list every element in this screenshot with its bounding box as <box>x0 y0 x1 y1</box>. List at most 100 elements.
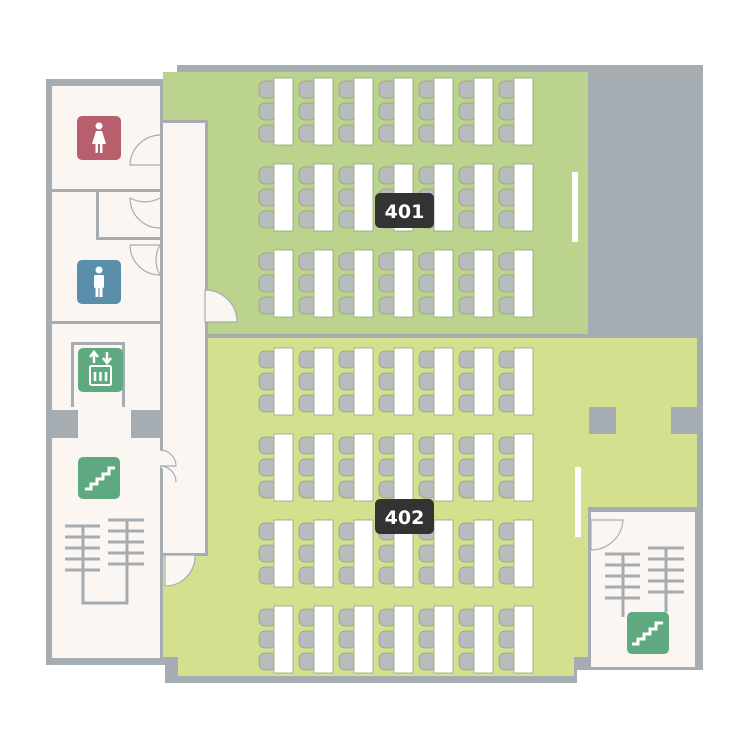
chair <box>498 372 517 391</box>
desk <box>313 77 334 146</box>
chair <box>418 458 437 477</box>
desk <box>473 433 494 502</box>
desk <box>353 347 374 416</box>
desk <box>433 77 454 146</box>
chair <box>458 166 477 185</box>
chair <box>338 296 357 315</box>
chair <box>258 522 277 541</box>
room-402-label: 402 <box>375 499 434 534</box>
chair <box>418 102 437 121</box>
desk <box>473 605 494 674</box>
chair <box>298 608 317 627</box>
desk <box>313 433 334 502</box>
chair <box>258 652 277 671</box>
chair <box>498 566 517 585</box>
chair <box>338 630 357 649</box>
desk-layout <box>258 77 534 674</box>
chair <box>458 436 477 455</box>
desk <box>273 347 294 416</box>
chair <box>378 274 397 293</box>
room-401-label: 401 <box>375 193 434 228</box>
chair <box>378 296 397 315</box>
chair <box>298 436 317 455</box>
east-stairs-sign[interactable] <box>627 612 669 654</box>
desk <box>473 77 494 146</box>
chair <box>458 566 477 585</box>
chair <box>338 458 357 477</box>
chair <box>338 652 357 671</box>
chair <box>498 274 517 293</box>
chair <box>418 544 437 563</box>
room-number: 401 <box>385 201 425 223</box>
chair <box>418 566 437 585</box>
chair <box>338 166 357 185</box>
chair <box>338 372 357 391</box>
chair <box>418 394 437 413</box>
desk <box>353 605 374 674</box>
chair <box>458 102 477 121</box>
desk <box>273 163 294 232</box>
chair <box>458 372 477 391</box>
desk <box>513 347 534 416</box>
chair <box>258 608 277 627</box>
desk <box>353 519 374 588</box>
chair <box>298 372 317 391</box>
corridor-west-wall <box>160 86 163 658</box>
chair <box>498 350 517 369</box>
elevator-sign[interactable] <box>78 348 123 392</box>
chair <box>378 652 397 671</box>
chair <box>498 188 517 207</box>
chair <box>258 436 277 455</box>
desk <box>393 347 414 416</box>
chair <box>258 480 277 499</box>
chair <box>498 480 517 499</box>
chair <box>258 566 277 585</box>
chair <box>338 436 357 455</box>
room-401-notch <box>163 72 177 94</box>
chair <box>418 436 437 455</box>
desk <box>353 163 374 232</box>
desk <box>433 347 454 416</box>
chair <box>258 296 277 315</box>
west-partitions <box>46 189 160 438</box>
desk <box>353 77 374 146</box>
pillar <box>589 407 616 434</box>
doors[interactable] <box>129 134 624 587</box>
corridor[interactable] <box>163 123 205 553</box>
chair <box>498 630 517 649</box>
stairs-icon <box>85 466 115 491</box>
desk <box>393 605 414 674</box>
desk <box>473 249 494 318</box>
chair <box>378 566 397 585</box>
chair <box>458 522 477 541</box>
chair <box>338 350 357 369</box>
chair <box>378 124 397 143</box>
chair <box>338 188 357 207</box>
chair <box>458 210 477 229</box>
desk <box>433 605 454 674</box>
chair <box>418 372 437 391</box>
chair <box>338 252 357 271</box>
chair <box>458 350 477 369</box>
chair <box>298 350 317 369</box>
chair <box>378 350 397 369</box>
desk <box>433 519 454 588</box>
chair <box>258 544 277 563</box>
chair <box>378 630 397 649</box>
chair <box>258 394 277 413</box>
desk <box>433 163 454 232</box>
chair <box>458 458 477 477</box>
chair <box>258 630 277 649</box>
chair <box>458 394 477 413</box>
desk <box>513 77 534 146</box>
desk <box>353 433 374 502</box>
west-stairs-sign[interactable] <box>78 457 120 499</box>
chair <box>498 252 517 271</box>
chair <box>458 608 477 627</box>
chair <box>258 166 277 185</box>
pillar <box>671 407 698 434</box>
room-number: 402 <box>385 507 425 529</box>
chair <box>298 252 317 271</box>
chair <box>338 102 357 121</box>
chair <box>378 166 397 185</box>
